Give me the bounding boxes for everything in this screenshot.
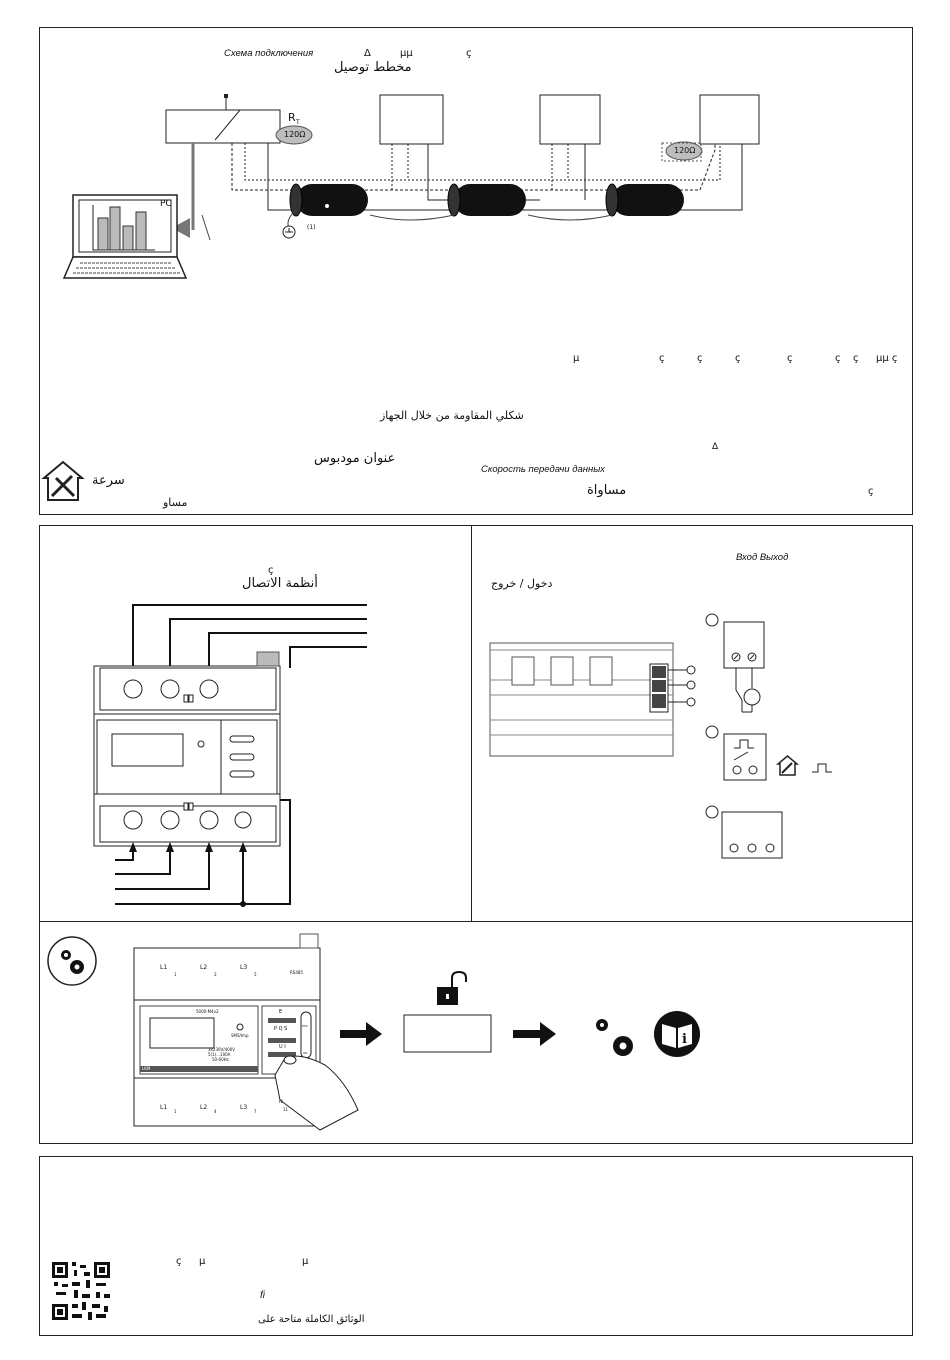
io-title-ar: دخول / خروج bbox=[491, 577, 553, 590]
wiring-title-ru: Схема подключения bbox=[224, 48, 314, 59]
spec-line-1: 3x230V/400V bbox=[208, 1047, 236, 1052]
doc-sym-c: ç bbox=[176, 1256, 182, 1267]
wiring-title-c: ç bbox=[466, 48, 472, 59]
sym-row-1: ç bbox=[659, 353, 665, 364]
baud-rate-ru: Скорость передачи данных bbox=[481, 464, 605, 475]
wiring-title-delta: Δ bbox=[364, 48, 371, 59]
speed-ar: سرعة bbox=[92, 473, 125, 488]
top-terminal-l1: L1 bbox=[160, 964, 168, 971]
bottom-terminal-l3: L3 bbox=[240, 1104, 248, 1111]
sym-row-2: ç bbox=[697, 353, 703, 364]
meter-label: SMS/Imp bbox=[231, 1033, 249, 1038]
svg-text:i: i bbox=[682, 1032, 687, 1047]
device-brand: LKM bbox=[142, 1066, 151, 1071]
n-sub: 11 bbox=[283, 1107, 289, 1112]
bottom-sub-7: 7 bbox=[254, 1109, 257, 1114]
device-model: 5000-M4v2 bbox=[196, 1009, 219, 1014]
delta-sym: Δ bbox=[712, 442, 719, 452]
wiring-title-ar: مخطط توصيل bbox=[334, 60, 412, 75]
sym-row-4: ç bbox=[787, 353, 793, 364]
sym-row-6: ç bbox=[853, 353, 859, 364]
bottom-terminal-l2: L2 bbox=[200, 1104, 208, 1111]
doc-sym-mu1: μ bbox=[199, 1256, 206, 1267]
top-terminal-l3: L3 bbox=[240, 964, 248, 971]
sym-row-0: μ bbox=[573, 353, 580, 364]
resistor-left-label: 120Ω bbox=[284, 130, 306, 139]
wiring-title-mu: μμ bbox=[400, 48, 413, 59]
top-sub-3: 3 bbox=[214, 972, 217, 977]
doc-sym-mu2: μ bbox=[302, 1256, 309, 1267]
button-pqs-label: P Q S bbox=[274, 1026, 288, 1032]
docs-available-ar: الوثائق الكاملة متاحة على bbox=[258, 1314, 365, 1325]
pc-label: PC bbox=[160, 199, 172, 209]
sym-row-7: μμ ç bbox=[876, 353, 898, 364]
parity-ar: مساواة bbox=[587, 483, 627, 498]
note-marker: (1) bbox=[307, 224, 316, 231]
panel-divider bbox=[471, 525, 472, 922]
button-ui-label: U I bbox=[279, 1044, 286, 1050]
top-sub-1: 1 bbox=[174, 972, 177, 977]
resistor-right-label: 120Ω bbox=[674, 146, 696, 155]
settings-panel bbox=[39, 921, 913, 1144]
spec-line-3: 50-60Hz bbox=[212, 1057, 229, 1062]
connection-system-diagram bbox=[93, 604, 832, 907]
spec-line-2: 5(1)...100A bbox=[208, 1052, 231, 1057]
c-sym-right: ç bbox=[868, 486, 874, 497]
rs485-wiring-diagram bbox=[41, 94, 760, 501]
side-ok-label: OK bbox=[303, 1051, 308, 1055]
side-esc-label: ESC bbox=[302, 1024, 308, 1028]
bottom-sub-1: 1 bbox=[174, 1109, 177, 1114]
top-sub-5: 5 bbox=[254, 972, 257, 977]
button-e-label: E bbox=[279, 1009, 283, 1015]
conn-c-sym: ç bbox=[268, 565, 274, 576]
top-terminal-l2: L2 bbox=[200, 964, 208, 971]
bottom-terminal-l1: L1 bbox=[160, 1104, 168, 1111]
parity-ar-small: مساو bbox=[163, 496, 188, 509]
sym-row-5: ç bbox=[835, 353, 841, 364]
bottom-sub-4: 4 bbox=[214, 1109, 217, 1114]
modbus-address-ar: عنوان مودبوس bbox=[314, 451, 396, 466]
rs485-label: RS485 bbox=[290, 970, 303, 975]
termination-ar: شكلي المقاومة من خلال الجهاز bbox=[380, 409, 524, 422]
conn-title-ar: أنظمة الاتصال bbox=[242, 576, 318, 591]
settings-diagram: i bbox=[47, 933, 700, 1131]
sym-row-3: ç bbox=[735, 353, 741, 364]
n-terminal: N bbox=[279, 1099, 283, 1105]
doc-fi: fi bbox=[260, 1290, 265, 1301]
io-title-ru: Вход Выход bbox=[736, 552, 789, 563]
rt-label: R bbox=[288, 111, 296, 124]
documentation-panel bbox=[39, 1156, 913, 1336]
wiring-panel bbox=[39, 27, 913, 515]
rt-sub: T bbox=[296, 119, 300, 126]
